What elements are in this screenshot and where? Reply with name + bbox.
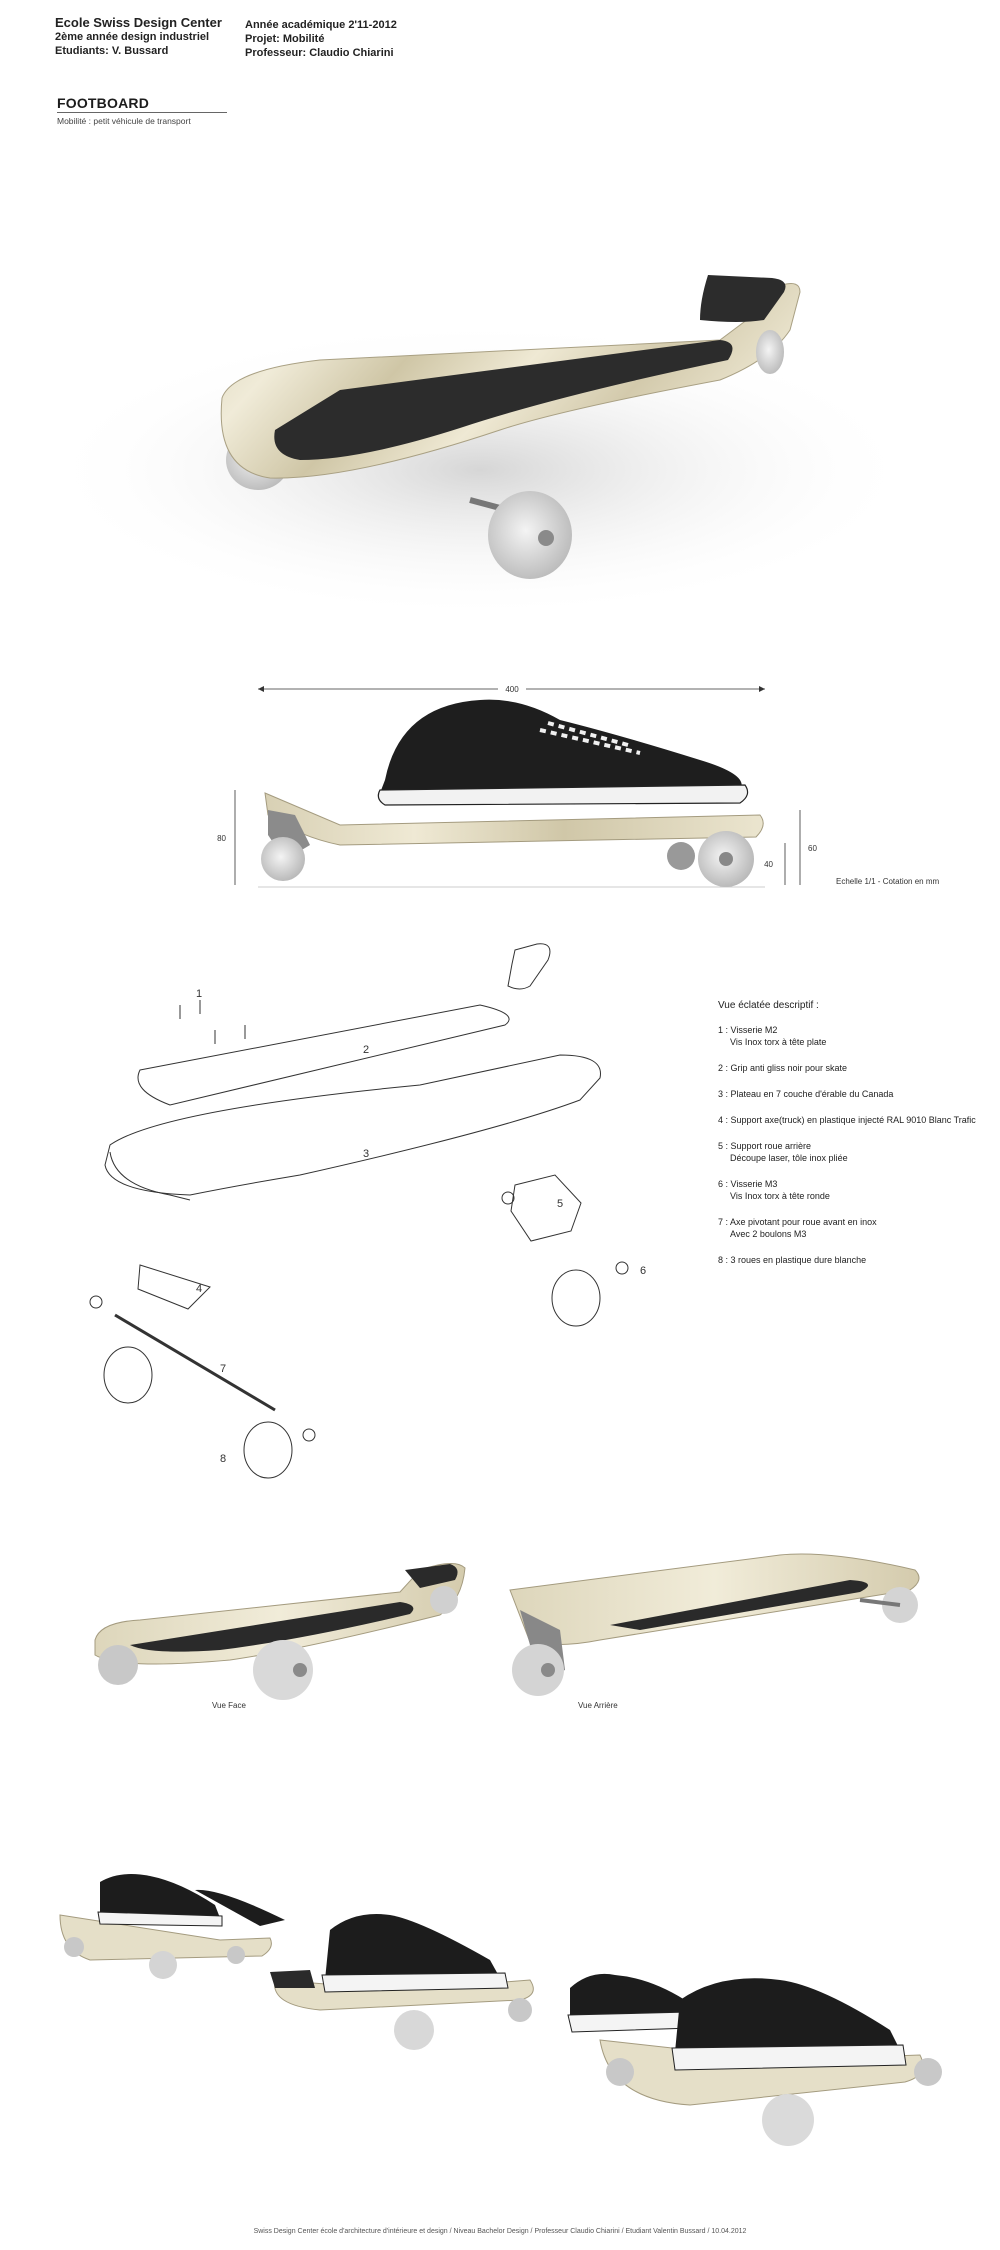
grip-tape <box>274 340 733 460</box>
exploded-nut-2 <box>615 1261 629 1275</box>
exploded-axle <box>114 1313 276 1412</box>
rear-top-text: 60 <box>808 844 817 853</box>
legend-item: 8 : 3 roues en plastique dure blanche <box>718 1254 998 1266</box>
usage-renders <box>59 1874 942 2146</box>
exploded-screws <box>179 1000 246 1044</box>
legend-heading: Vue éclatée descriptif : <box>718 1000 819 1011</box>
wheel-hub <box>538 530 554 546</box>
legend-item-title: 6 : Visserie M3 <box>718 1179 778 1189</box>
exploded-nut-1 <box>89 1295 103 1309</box>
wheel-rear <box>488 491 572 579</box>
rear-dim-text: 40 <box>764 860 773 869</box>
front-view-render <box>94 1563 466 1700</box>
exploded-wheel-3 <box>551 1269 601 1327</box>
hero-render <box>40 275 920 620</box>
page-title: FOOTBOARD <box>57 95 150 111</box>
views-row <box>94 1553 920 1700</box>
header-left: Ecole Swiss Design Center 2ème année des… <box>55 16 222 58</box>
side-wheel-rear <box>261 837 305 881</box>
usage-render-left <box>59 1874 285 1979</box>
label-1: 1 <box>196 988 202 1000</box>
side-wheel-hub <box>719 852 733 866</box>
usage-render-right <box>567 1973 942 2146</box>
exploded-wheel-2 <box>243 1421 293 1479</box>
label-3: 3 <box>363 1148 369 1160</box>
page-subtitle: Mobilité : petit véhicule de transport <box>57 116 191 126</box>
label-7: 7 <box>220 1363 226 1375</box>
exploded-nut-3 <box>302 1428 316 1442</box>
exploded-truck-support <box>137 1264 211 1310</box>
exploded-legend: Vue éclatée descriptif : 1 : Visserie M2… <box>718 1000 998 1280</box>
length-dim-bg <box>498 681 526 695</box>
legend-item-title: 1 : Visserie M2 <box>718 1025 778 1035</box>
legend-item-title: 2 : Grip anti gliss noir pour skate <box>718 1063 848 1073</box>
exploded-bracket <box>510 1174 582 1242</box>
exploded-deck-edge <box>109 1151 191 1201</box>
page-footer: Swiss Design Center école d'architecture… <box>253 2228 747 2235</box>
exploded-view: 1 2 3 4 5 6 7 8 <box>89 943 646 1479</box>
legend-item: 4 : Support axe(truck) en plastique inje… <box>718 1114 998 1126</box>
legend-item: 7 : Axe pivotant pour roue avant en inox… <box>718 1216 998 1240</box>
legend-item-detail: Vis Inox torx à tête ronde <box>730 1191 830 1201</box>
legend-item-title: 4 : Support axe(truck) en plastique inje… <box>718 1115 976 1125</box>
legend-item-title: 8 : 3 roues en plastique dure blanche <box>718 1255 867 1265</box>
legend-item-detail: Découpe laser, tôle inox pliée <box>730 1153 848 1163</box>
front-height-text: 80 <box>217 834 226 843</box>
exploded-tail-plate <box>507 943 551 990</box>
exploded-grip <box>137 1004 510 1106</box>
legend-item-title: 7 : Axe pivotant pour roue avant en inox <box>718 1217 877 1227</box>
title-divider <box>57 112 227 113</box>
label-5: 5 <box>557 1198 563 1210</box>
legend-item-title: 3 : Plateau en 7 couche d'érable du Cana… <box>718 1089 894 1099</box>
legend-item-detail: Avec 2 boulons M3 <box>730 1229 807 1239</box>
header-right: Année académique 2'11-2012 Projet: Mobil… <box>245 18 397 60</box>
shoe-sole <box>377 784 749 806</box>
side-wheel-far <box>667 842 695 870</box>
scale-note: Echelle 1/1 - Cotation en mm <box>836 877 940 886</box>
usage-render-middle <box>270 1914 534 2050</box>
exploded-wheel-1 <box>103 1346 153 1404</box>
legend-item: 1 : Visserie M2 Vis Inox torx à tête plat… <box>718 1024 998 1048</box>
legend-item: 2 : Grip anti gliss noir pour skate <box>718 1062 998 1074</box>
length-dim-text: 400 <box>505 685 519 694</box>
label-6: 6 <box>640 1265 646 1277</box>
tail-grip <box>700 275 786 322</box>
label-8: 8 <box>220 1453 226 1465</box>
label-4: 4 <box>196 1283 202 1295</box>
rear-view-caption: Vue Arrière <box>578 1701 618 1710</box>
rear-view-render <box>509 1553 920 1696</box>
school-name: Ecole Swiss Design Center <box>55 15 222 30</box>
academic-year: Année académique 2'11-2012 <box>245 19 397 31</box>
front-view-caption: Vue Face <box>212 1701 246 1710</box>
shoe-laces <box>539 721 641 755</box>
exploded-deck <box>104 1054 601 1196</box>
students-name: Etudiants: V. Bussard <box>55 45 169 57</box>
legend-item: 3 : Plateau en 7 couche d'érable du Cana… <box>718 1088 998 1100</box>
label-2: 2 <box>363 1044 369 1056</box>
legend-item: 6 : Visserie M3 Vis Inox torx à tête rond… <box>718 1178 998 1202</box>
side-view: 400 80 60 40 <box>217 681 817 888</box>
professor-name: Professeur: Claudio Chiarini <box>245 47 394 59</box>
wheel-tail <box>756 330 784 374</box>
legend-item-title: 5 : Support roue arrière <box>718 1141 812 1151</box>
project-name: Projet: Mobilité <box>245 33 325 45</box>
legend-item-detail: Vis Inox torx à tête plate <box>730 1037 827 1047</box>
shoe-upper <box>380 699 742 793</box>
exploded-nut-4 <box>501 1191 515 1205</box>
program-name: 2ème année design industriel <box>55 31 210 43</box>
